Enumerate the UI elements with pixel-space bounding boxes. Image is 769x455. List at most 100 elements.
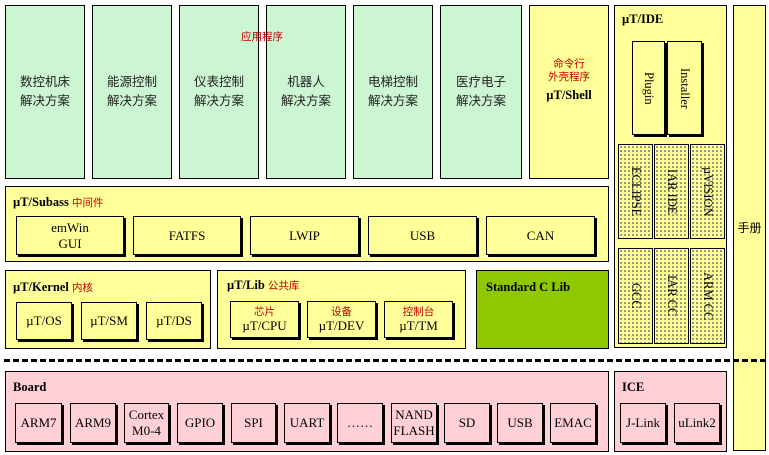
board-sd: SD xyxy=(444,403,490,443)
ide-arm-cc: ARM CC xyxy=(690,248,725,344)
board-item-line1: NAND xyxy=(395,407,433,423)
app-cnc: 数控机床解决方案 xyxy=(5,5,85,179)
lib-item-label: µT/DEV xyxy=(318,318,365,333)
board-ellipsis: …… xyxy=(337,403,383,443)
app-label-line1: 能源控制 xyxy=(106,74,157,90)
app-label-line1: 数控机床 xyxy=(19,74,70,90)
ice-box: ICE J-Link uLink2 xyxy=(614,371,727,452)
ide-eclipse: ECLIPSE xyxy=(618,144,653,239)
board-item-label: UART xyxy=(289,415,325,431)
kernel-sm: µT/SM xyxy=(81,302,137,340)
app-label-line2: 解决方案 xyxy=(106,93,157,108)
lib-title: µT/Lib xyxy=(227,278,265,292)
lib-item-cn: 芯片 xyxy=(254,306,275,318)
lib-item-cn: 设备 xyxy=(331,306,352,318)
app-label-line1: 电梯控制 xyxy=(367,74,418,90)
board-arm9: ARM9 xyxy=(70,403,116,443)
board-spi: SPI xyxy=(231,403,276,443)
app-elevator: 电梯控制解决方案 xyxy=(353,5,433,179)
board-item-label: EMAC xyxy=(554,415,592,431)
kernel-item-label: µT/SM xyxy=(90,313,128,329)
app-energy: 能源控制解决方案 xyxy=(92,5,172,179)
kernel-item-label: µT/OS xyxy=(26,313,62,329)
kernel-title: µT/Kernel xyxy=(13,280,69,294)
board-item-line2: M0-4 xyxy=(132,423,161,438)
board-item-label: SD xyxy=(458,415,476,431)
ide-iar-cc: IAR CC xyxy=(654,248,689,344)
ide-iar-ide: IAR IDE xyxy=(654,144,689,239)
shell-title: µT/Shell xyxy=(546,88,592,102)
lib-item-cn: 控制台 xyxy=(402,306,435,318)
shell-cn-line2: 外壳程序 xyxy=(548,71,590,83)
app-label-line2: 解决方案 xyxy=(455,93,506,108)
subass-title-wrap: µT/Subass 中间件 xyxy=(13,195,103,210)
lib-tm: 控制台 µT/TM xyxy=(384,301,453,338)
board-usb: USB xyxy=(497,403,543,443)
kernel-cn: 内核 xyxy=(71,282,93,294)
board-item-label: ARM9 xyxy=(74,415,112,431)
ice-title: ICE xyxy=(622,380,645,394)
board-item-label: SPI xyxy=(244,415,263,431)
board-item-line1: Cortex xyxy=(128,407,165,423)
ide-iar-cc-label: IAR CC xyxy=(665,275,679,317)
shell-box: 命令行 外壳程序 µT/Shell xyxy=(529,5,609,179)
standard-c-lib-label: Standard C Lib xyxy=(486,280,571,294)
ide-box: µT/IDE Plugin Installer ECLIPSE IAR IDE … xyxy=(614,5,727,348)
lib-cn: 公共库 xyxy=(267,280,300,292)
kernel-ds: µT/DS xyxy=(146,302,202,340)
subass-item-line1: emWin xyxy=(51,219,89,235)
ice-jlink: J-Link xyxy=(620,403,666,443)
lib-item-label: µT/TM xyxy=(399,318,438,333)
ide-arm-cc-label: ARM CC xyxy=(701,271,715,321)
app-label-line1: 仪表控制 xyxy=(193,74,244,90)
ide-title: µT/IDE xyxy=(622,12,664,26)
subass-item-label: CAN xyxy=(526,227,555,243)
lib-box: µT/Lib 公共库 芯片 µT/CPU 设备 µT/DEV 控制台 µT/TM xyxy=(217,270,466,349)
app-label-line2: 解决方案 xyxy=(19,93,70,108)
board-uart: UART xyxy=(284,403,330,443)
apps-section-label: 应用程序 xyxy=(241,31,283,43)
ide-installer: Installer xyxy=(667,41,702,135)
board-item-label: ARM7 xyxy=(20,415,57,431)
ide-iar-ide-label: IAR IDE xyxy=(665,168,679,215)
ide-gcc-label: GCC xyxy=(629,283,643,309)
app-label-line2: 解决方案 xyxy=(193,93,244,108)
subass-fatfs: FATFS xyxy=(133,216,241,255)
subass-lwip: LWIP xyxy=(250,216,359,255)
ice-item-label: J-Link xyxy=(626,415,660,431)
kernel-item-label: µT/DS xyxy=(156,313,192,329)
ice-ulink2: uLink2 xyxy=(674,403,720,443)
shell-cn-line1: 命令行 xyxy=(553,58,585,70)
lib-dev: 设备 µT/DEV xyxy=(307,301,376,338)
app-robot: 机器人解决方案 xyxy=(266,5,346,179)
board-item-line2: FLASH xyxy=(393,423,435,438)
ide-eclipse-label: ECLIPSE xyxy=(629,166,643,217)
manual-box: 手册 xyxy=(733,5,766,451)
app-label-line1: 医疗电子 xyxy=(455,74,506,90)
ide-uvision: µVISION xyxy=(690,144,725,239)
ide-installer-label: Installer xyxy=(678,67,692,109)
app-label-line1: 机器人 xyxy=(287,74,325,90)
manual-label: 手册 xyxy=(737,220,762,235)
app-instrument: 仪表控制解决方案 xyxy=(179,5,259,179)
kernel-box: µT/Kernel 内核 µT/OS µT/SM µT/DS xyxy=(5,270,211,349)
subass-title: µT/Subass xyxy=(13,195,69,209)
subass-item-label: LWIP xyxy=(289,227,320,243)
subass-item-label: FATFS xyxy=(168,227,206,243)
app-medical: 医疗电子解决方案 xyxy=(440,5,522,179)
board-item-label: …… xyxy=(347,415,373,431)
board-title: Board xyxy=(13,380,47,394)
ide-plugin-label: Plugin xyxy=(642,71,656,105)
lib-cpu: 芯片 µT/CPU xyxy=(230,301,299,338)
standard-c-lib-box: Standard C Lib xyxy=(476,270,609,349)
board-arm7: ARM7 xyxy=(15,403,62,443)
app-label-line2: 解决方案 xyxy=(367,93,418,108)
lib-title-wrap: µT/Lib 公共库 xyxy=(227,278,299,293)
subass-item-line2: GUI xyxy=(58,235,82,251)
kernel-os: µT/OS xyxy=(16,302,72,340)
board-item-label: GPIO xyxy=(184,415,216,431)
